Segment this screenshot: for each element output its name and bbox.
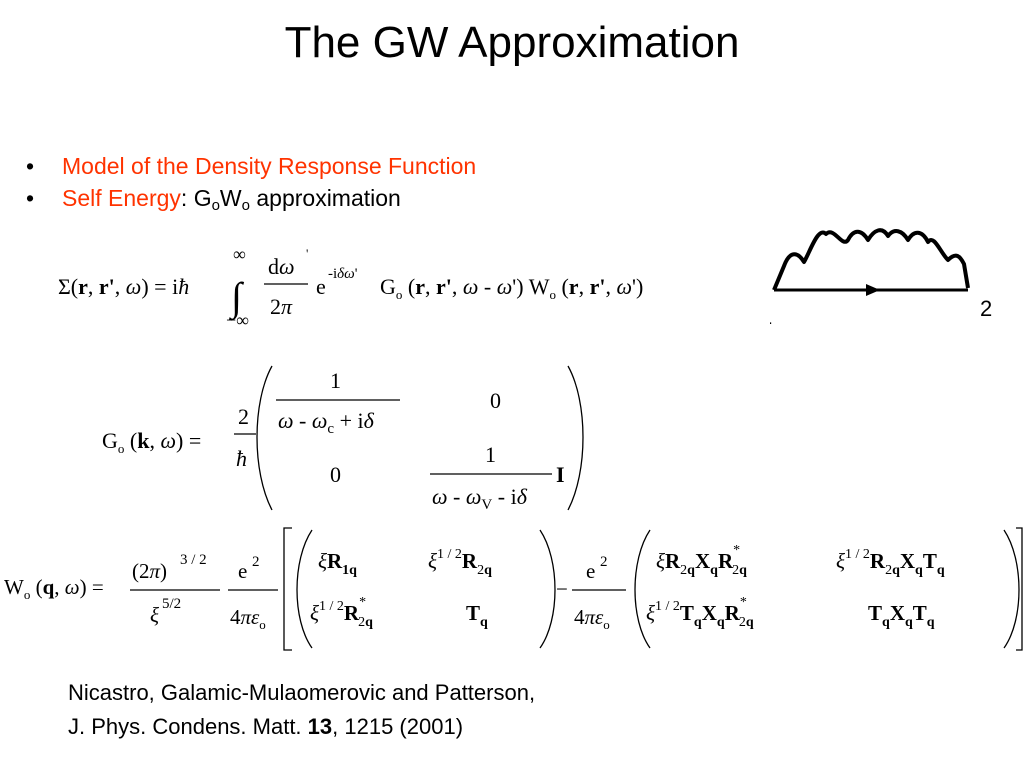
bullet-item-self-energy: • Self Energy: GoWo approximation	[26, 182, 476, 222]
citation-journal: J. Phys. Condens. Matt. 13, 1215 (2001)	[68, 710, 535, 744]
svg-text:I: I	[556, 462, 565, 487]
citation-journal-name: J. Phys. Condens. Matt.	[68, 714, 308, 739]
svg-text:2: 2	[252, 554, 260, 570]
bullet-label: Self Energy	[62, 185, 181, 211]
bullet-separator: :	[180, 185, 194, 211]
svg-text:ξR2qXqR*2q: ξR2qXqR*2q	[656, 543, 747, 578]
svg-text:ξR1q: ξR1q	[318, 549, 357, 578]
svg-text:(2π): (2π)	[132, 559, 167, 583]
svg-text:TqXqTq: TqXqTq	[868, 601, 935, 630]
bullet-marker: •	[26, 185, 35, 211]
svg-text:Go (r, r', ω - ω') Wo (r, r',: Go (r, r', ω - ω') Wo (r, r', ω')	[380, 274, 643, 302]
w-symbol: W	[219, 185, 242, 211]
citation: Nicastro, Galamic-Mulaomerovic and Patte…	[68, 676, 535, 744]
svg-text:ħ: ħ	[236, 446, 247, 471]
bullet-item-density-response: • Model of the Density Response Function	[26, 150, 476, 182]
svg-text:Σ(r, r', ω) = iħ: Σ(r, r', ω) = iħ	[58, 274, 189, 299]
slide-title: The GW Approximation	[284, 18, 740, 67]
svg-text:5/2: 5/2	[162, 596, 181, 612]
svg-text:e: e	[238, 559, 247, 583]
svg-text:Tq: Tq	[466, 601, 488, 630]
citation-volume: 13	[307, 714, 333, 739]
vertex-label-2: 2	[980, 296, 992, 321]
equation-self-energy: Σ(r, r', ω) = iħ ∞ ∫ −∞ dω ' 2π e -iδω' …	[58, 244, 643, 330]
svg-text:Wo (q, ω) =: Wo (q, ω) =	[4, 575, 104, 602]
svg-text:e: e	[586, 559, 595, 583]
bullet-rest: approximation	[249, 185, 401, 211]
svg-text:∞: ∞	[233, 244, 246, 264]
svg-text:-iδω': -iδω'	[328, 266, 358, 282]
bullet-marker: •	[26, 153, 35, 179]
svg-text:ξ1 / 2R*2q: ξ1 / 2R*2q	[310, 595, 373, 630]
g-symbol: G	[193, 185, 212, 211]
svg-text:': '	[306, 246, 308, 261]
svg-text:dω: dω	[268, 254, 295, 279]
vertex-label-1: 1	[770, 304, 772, 329]
svg-text:ξ: ξ	[150, 603, 159, 627]
svg-text:ω - ωV - iδ: ω - ωV - iδ	[432, 484, 528, 513]
g-subscript: o	[211, 197, 220, 214]
wavy-interaction-line	[772, 228, 970, 291]
w-subscript: o	[241, 197, 250, 214]
svg-text:1: 1	[330, 368, 341, 393]
svg-text:ξ1 / 2R2q: ξ1 / 2R2q	[428, 547, 492, 578]
svg-text:−∞: −∞	[226, 310, 249, 330]
bullet-text: Model of the Density Response Function	[62, 153, 477, 179]
svg-text:e: e	[316, 274, 326, 299]
arrow-icon	[866, 284, 880, 296]
citation-pages-year: , 1215 (2001)	[332, 714, 464, 739]
svg-text:ω - ωc + iδ: ω - ωc + iδ	[278, 408, 375, 437]
svg-text:0: 0	[490, 388, 501, 413]
svg-text:2π: 2π	[270, 294, 293, 319]
svg-text:Go (k, ω) =: Go (k, ω) =	[102, 428, 201, 456]
svg-text:2: 2	[238, 404, 249, 429]
svg-text:4πεo: 4πεo	[574, 605, 610, 632]
bullet-list: • Model of the Density Response Function…	[26, 150, 476, 222]
svg-text:∫: ∫	[228, 274, 245, 321]
svg-text:ξ1 / 2TqXqR*2q: ξ1 / 2TqXqR*2q	[646, 595, 754, 630]
svg-text:4πεo: 4πεo	[230, 605, 266, 632]
svg-text:ξ1 / 2R2qXqTq: ξ1 / 2R2qXqTq	[836, 547, 945, 578]
equation-green-function: Go (k, ω) = 2 ħ 1 ω - ωc + iδ 0 0 1 ω - …	[102, 365, 584, 513]
svg-text:2: 2	[600, 554, 608, 570]
svg-text:3 / 2: 3 / 2	[180, 552, 207, 568]
feynman-diagram: 1 2	[770, 228, 992, 329]
svg-text:1: 1	[485, 442, 496, 467]
citation-authors: Nicastro, Galamic-Mulaomerovic and Patte…	[68, 680, 536, 705]
svg-text:0: 0	[330, 462, 341, 487]
svg-text:−: −	[556, 577, 568, 601]
